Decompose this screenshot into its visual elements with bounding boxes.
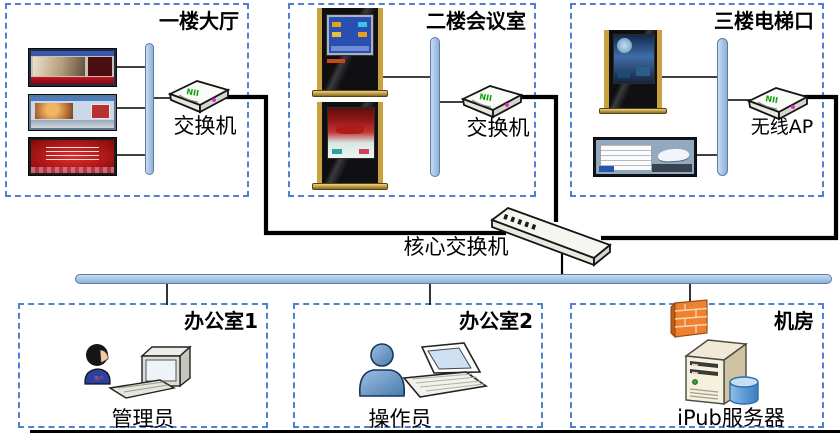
zone-meeting-room: 二楼会议室 (288, 3, 536, 197)
meeting-switch-label: 交换机 (466, 116, 530, 140)
wall-display-icon (28, 94, 117, 131)
core-switch-icon (490, 206, 612, 267)
zone-office2-title: 办公室2 (459, 309, 533, 333)
zone-lobby: 一楼大厅 (5, 3, 249, 197)
admin-label: 管理员 (111, 407, 175, 431)
zone-office2: 办公室2 (293, 303, 543, 428)
zone-office1: 办公室1 (18, 303, 268, 428)
wall-display-icon (28, 48, 117, 87)
ipub-server-label: iPub服务器 (677, 406, 785, 430)
svg-text:NII: NII (765, 94, 779, 105)
meeting-bus-bar (430, 37, 440, 177)
kiosk-base (599, 108, 667, 114)
database-icon (729, 376, 759, 405)
lobby-switch-label: 交换机 (173, 114, 237, 138)
zone-office1-title: 办公室1 (184, 309, 258, 333)
zone-elevator-title: 三楼电梯口 (714, 9, 814, 33)
zone-lobby-title: 一楼大厅 (159, 9, 239, 33)
wall-display-icon (28, 137, 117, 176)
admin-user-icon: 用户 (84, 344, 192, 399)
kiosk-base (312, 183, 388, 190)
operator-label: 操作员 (368, 407, 432, 431)
svg-text:NII: NII (186, 87, 200, 98)
zone-server-room-title: 机房 (774, 309, 814, 333)
zone-elevator: 三楼电梯口 (570, 3, 824, 197)
kiosk-display-icon (317, 8, 383, 90)
switch-icon: NII (460, 85, 524, 119)
kiosk-display-icon (604, 30, 662, 108)
server-icon (684, 339, 759, 406)
bottom-border-line (30, 430, 840, 433)
core-switch-label: 核心交换机 (403, 235, 509, 259)
lobby-bus-bar (145, 43, 154, 175)
zone-meeting-room-title: 二楼会议室 (426, 9, 526, 33)
operator-user-icon (358, 342, 489, 398)
backbone-bus-bar (75, 274, 832, 284)
wireless-ap-icon: NII (746, 87, 810, 121)
switch-icon: NII (167, 80, 231, 114)
firewall-icon (670, 299, 708, 339)
kiosk-display-icon (317, 102, 383, 183)
wall-display-icon (593, 137, 697, 177)
kiosk-base (312, 90, 388, 97)
svg-text:NII: NII (479, 92, 493, 103)
wireless-ap-label: 无线AP (750, 116, 814, 138)
elevator-bus-bar (717, 38, 728, 176)
svg-text:用户: 用户 (94, 375, 104, 382)
